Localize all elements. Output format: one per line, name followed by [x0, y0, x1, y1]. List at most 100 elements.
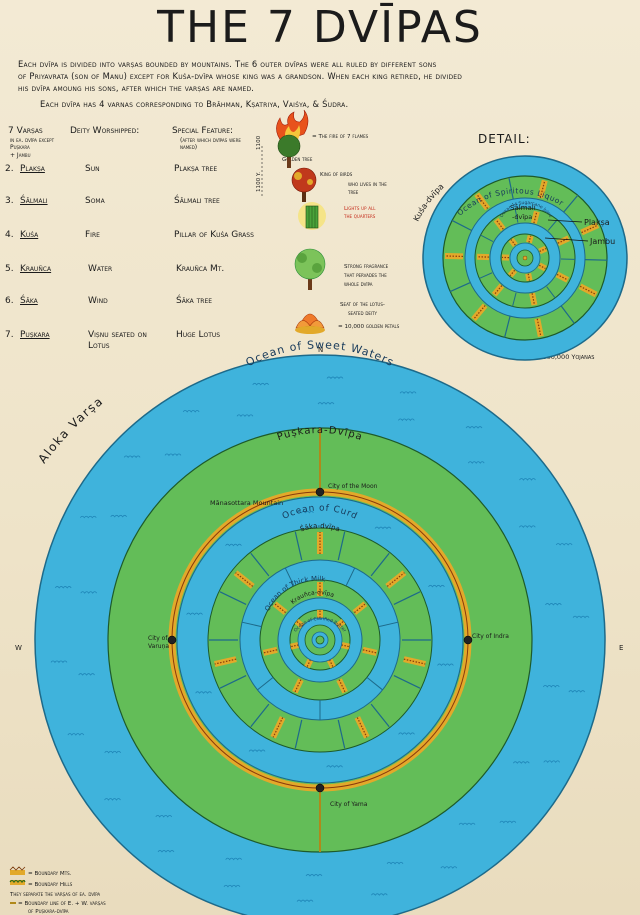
- boundary-hill: [547, 219, 558, 231]
- boundary-mountain: [528, 235, 532, 243]
- note-fragrance-2: that pervades the: [344, 273, 387, 279]
- boundary-hill: [563, 194, 579, 213]
- wave-icon: [543, 760, 561, 764]
- legend-mts: = Boundary Mts.: [28, 871, 72, 877]
- wave-icon: [519, 478, 536, 481]
- boundary-mountain: [356, 717, 368, 738]
- row-num-puskara: 7.: [5, 330, 14, 340]
- wave-icon: [80, 591, 98, 594]
- boundary-mountain: [336, 620, 344, 627]
- row-num-kusa: 4.: [5, 230, 14, 240]
- note-fire: = The fire of 7 flames: [312, 134, 369, 140]
- intro-line-3: his dvīpa amoung his sons, after which t…: [18, 83, 255, 93]
- compass-west: W: [15, 644, 22, 652]
- row-feature-salmali: Śālmali tree: [174, 196, 220, 206]
- table-sub-varsas: in ea. dvīpa except Puṣkara: [10, 137, 55, 151]
- boundary-mountain: [579, 285, 597, 296]
- wave-icon: [499, 820, 517, 824]
- wave-icon: [123, 455, 141, 459]
- row-num-salmali: 3.: [5, 196, 14, 206]
- wave-icon: [398, 418, 415, 422]
- city-moon-marker: [315, 487, 325, 497]
- boundary-mountain: [539, 180, 546, 199]
- label-detail-dvipa: -dvīpa: [512, 213, 532, 221]
- wave-icon: [225, 543, 242, 547]
- boundary-mountain: [539, 248, 547, 252]
- label-aloka-varsa: Aloka Varṣa: [35, 394, 106, 466]
- boundary-mountain: [362, 649, 377, 654]
- wave-icon: [467, 461, 485, 464]
- wave-icon: [182, 409, 200, 413]
- boundary-hill: [480, 234, 494, 242]
- boundary-mountain: [290, 644, 299, 648]
- note-golden-tree: Golden tree: [282, 157, 313, 163]
- lotus-icon: [295, 313, 325, 334]
- wave-icon: [104, 750, 122, 754]
- wave-icon: [54, 586, 72, 589]
- wave-icon: [104, 798, 121, 801]
- row-deity-salmali: Soma: [85, 196, 105, 206]
- plaksa-tree-icon: [277, 134, 301, 168]
- table-sub-feature: (after which dvīpas were named): [180, 137, 241, 151]
- wave-icon: [370, 893, 388, 896]
- label-city-varuna-1: City of: [148, 635, 168, 642]
- boundary-mountain: [509, 269, 516, 276]
- compass-east: E: [619, 644, 623, 652]
- kusa-grass-pillar-icon: [298, 202, 326, 230]
- wave-icon: [545, 603, 562, 606]
- wave-icon: [428, 584, 445, 588]
- boundary-mountain: [274, 603, 286, 614]
- wave-icon: [248, 749, 266, 753]
- row-feature-plaksa: Plakṣa tree: [174, 164, 218, 174]
- detail-label: DETAIL:: [478, 132, 531, 146]
- wave-icon: [440, 866, 458, 869]
- intro-line-2: of Priyavrata (son of Manu) except for K…: [18, 71, 463, 81]
- legend-separate: They separate the varṣas of ea. dvīpa: [10, 892, 101, 898]
- saka-tree-icon: [294, 248, 326, 290]
- boundary-hill: [284, 567, 295, 587]
- legend-hills-swatch: [9, 879, 26, 885]
- table-head-varsas: 7 Varṣas: [8, 126, 43, 136]
- row-name-kusa: Kuśa: [20, 230, 39, 240]
- boundary-hill: [370, 703, 390, 728]
- wave-icon: [236, 414, 254, 417]
- boundary-hill: [345, 567, 356, 587]
- legend-line-2: of Puṣkara-dvīpa: [28, 909, 69, 915]
- compass-north: N: [318, 346, 323, 354]
- boundary-hill: [219, 675, 247, 689]
- wave-icon: [542, 684, 560, 688]
- wave-icon: [50, 660, 68, 664]
- page-title: THE 7 DVĪPAS: [157, 2, 483, 53]
- table-sub-jambu: + Jambu: [10, 152, 31, 159]
- wave-icon: [326, 765, 343, 768]
- boundary-hill: [219, 591, 247, 605]
- boundary-mountain: [214, 658, 237, 665]
- wave-icon: [458, 822, 476, 826]
- boundary-hill: [241, 621, 262, 628]
- intro-line-1: Each dvīpa is divided into varṣas bounde…: [18, 59, 437, 69]
- salmali-tree-icon: [291, 167, 317, 202]
- boundary-mountain: [306, 659, 311, 668]
- row-name-saka: Śāka: [20, 296, 38, 306]
- label-city-indra: City of Indra: [472, 633, 509, 640]
- wave-icon: [79, 515, 97, 519]
- label-detail-jambu: Jambu: [589, 237, 615, 246]
- boundary-hill: [294, 531, 303, 561]
- wave-icon: [512, 761, 530, 764]
- row-name-salmali: Śālmali: [20, 196, 48, 206]
- row-name-puskara: Puṣkara: [20, 330, 50, 340]
- wave-icon: [326, 376, 344, 380]
- boundary-hill: [378, 621, 399, 628]
- boundary-hill: [560, 305, 575, 324]
- boundary-mountain: [556, 273, 568, 281]
- note-birds-1: King of birds: [320, 172, 353, 178]
- note-lotus-2: seated deity: [348, 311, 377, 317]
- row-deity-plaksa: Sun: [85, 164, 100, 174]
- boundary-mountain: [235, 572, 254, 587]
- fire-icon: [276, 109, 309, 143]
- wave-icon: [225, 857, 242, 861]
- scale-label: 1cm.=300,000 Yojanas: [523, 353, 595, 361]
- row-deity-kusa: Fire: [85, 230, 100, 240]
- wave-icon: [252, 382, 270, 386]
- boundary-hill: [257, 677, 274, 691]
